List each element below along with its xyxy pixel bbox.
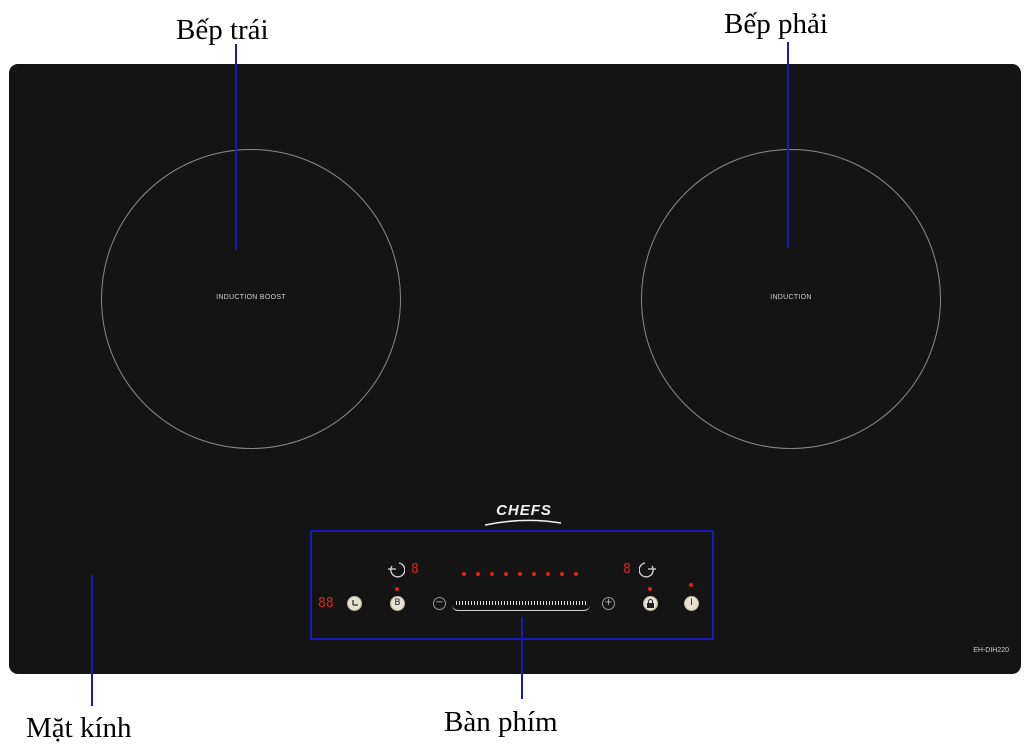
level-led-7 <box>546 572 550 576</box>
model-number: EH-DIH220 <box>973 647 1009 654</box>
glass-leader <box>91 575 93 706</box>
slider-ticks <box>456 601 586 605</box>
keypad-leader <box>521 617 523 699</box>
left-zone-select-icon[interactable] <box>387 560 405 578</box>
level-led-5 <box>518 572 522 576</box>
right-zone-text: INDUCTION <box>770 294 812 301</box>
right-level-display: 8 <box>623 562 631 577</box>
lock-icon <box>647 599 654 608</box>
power-button[interactable]: I <box>684 596 699 611</box>
left-cooking-zone: INDUCTION BOOST <box>101 149 401 449</box>
power-led <box>689 583 693 587</box>
level-led-3 <box>490 572 494 576</box>
level-led-1 <box>462 572 466 576</box>
right-zone-label: Bếp phải <box>724 8 828 40</box>
lock-button[interactable] <box>643 596 658 611</box>
keypad-label: Bàn phím <box>444 706 558 738</box>
level-led-2 <box>476 572 480 576</box>
brand-swoosh-icon <box>484 519 562 526</box>
boost-led <box>395 587 399 591</box>
boost-button[interactable]: B <box>390 596 405 611</box>
right-cooking-zone: INDUCTION <box>641 149 941 449</box>
right-zone-leader <box>787 42 789 248</box>
timer-button[interactable] <box>347 596 362 611</box>
right-zone-select-icon[interactable] <box>639 560 657 578</box>
left-level-display: 8 <box>411 562 419 577</box>
left-zone-text: INDUCTION BOOST <box>216 294 286 301</box>
level-led-4 <box>504 572 508 576</box>
left-zone-label: Bếp trái <box>176 14 269 46</box>
cooktop-glass: INDUCTION BOOST INDUCTION CHEFS 8 8 88 <box>9 64 1021 674</box>
timer-display: 88 <box>318 596 334 611</box>
control-keypad: 8 8 88 B − + <box>310 530 714 640</box>
plus-button[interactable]: + <box>602 597 615 610</box>
level-led-6 <box>532 572 536 576</box>
clock-icon <box>352 600 358 606</box>
lock-led <box>648 587 652 591</box>
brand-logo: CHEFS <box>496 502 552 519</box>
glass-label: Mặt kính <box>26 712 132 744</box>
minus-button[interactable]: − <box>433 597 446 610</box>
left-zone-leader <box>235 44 237 250</box>
level-led-9 <box>574 572 578 576</box>
power-slider[interactable] <box>452 598 590 611</box>
level-led-8 <box>560 572 564 576</box>
